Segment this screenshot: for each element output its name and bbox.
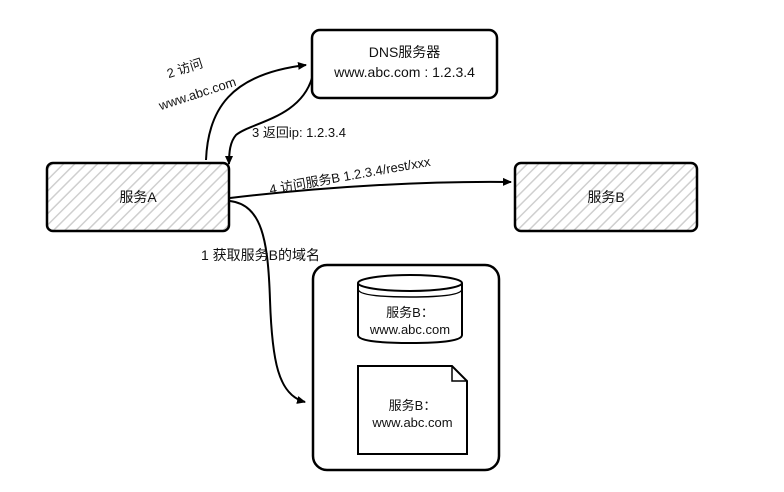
database-label-line2: www.abc.com: [369, 322, 451, 337]
document-label-line1: 服务B：: [388, 398, 437, 413]
dns-server-record: www.abc.com : 1.2.3.4: [334, 64, 475, 80]
dns-server-title: DNS服务器: [368, 44, 441, 60]
arrow-step4: [229, 177, 512, 199]
database-label-line1: 服务B：: [386, 305, 434, 320]
service-a-box[interactable]: [45, 161, 231, 233]
arrow-step3: [225, 77, 313, 165]
document-label-line2: www.abc.com: [372, 415, 453, 430]
edge-label-step3: 3 返回ip: 1.2.3.4: [252, 125, 346, 140]
service-b-label: 服务B: [587, 189, 625, 205]
edge-label-step1: 1 获取服务B的域名: [201, 247, 321, 263]
service-b-box[interactable]: [513, 161, 699, 233]
arrow-step1: [229, 200, 306, 404]
document-shape[interactable]: [357, 365, 468, 455]
database-cylinder[interactable]: [357, 274, 463, 345]
service-a-label: 服务A: [119, 189, 157, 205]
dns-server-box[interactable]: [310, 28, 499, 100]
arrow-step2: [205, 61, 307, 161]
